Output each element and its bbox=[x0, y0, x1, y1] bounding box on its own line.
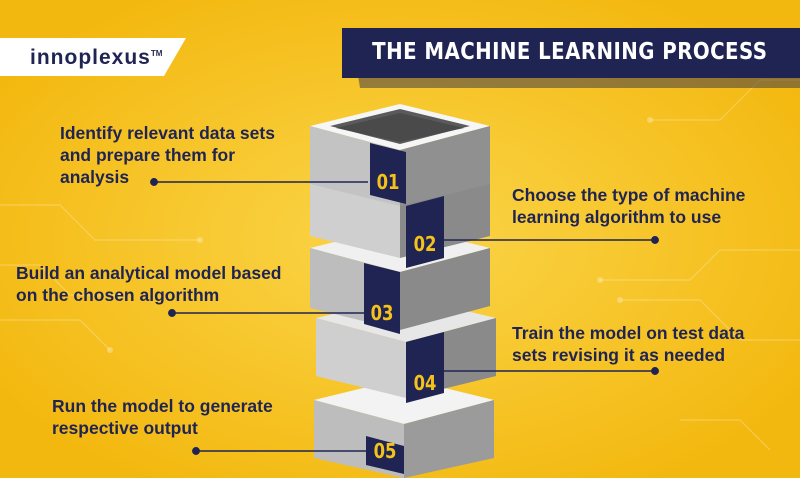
step-text-04: Train the model on test data sets revisi… bbox=[512, 323, 745, 365]
logo-tab bbox=[0, 38, 186, 76]
step-text-05: Run the model to generate respective out… bbox=[52, 396, 273, 438]
block-01 bbox=[310, 104, 490, 206]
step-number-05: 05 bbox=[373, 439, 397, 463]
step-number-01: 01 bbox=[376, 170, 400, 194]
trademark-mark: TM bbox=[150, 49, 163, 58]
step-text-01: Identify relevant data sets and prepare … bbox=[60, 123, 275, 187]
brand-wordmark: innoplexus bbox=[30, 46, 151, 69]
brand-logo: innoplexusTM bbox=[0, 28, 200, 92]
title-banner-shape bbox=[342, 28, 800, 78]
step-number-04: 04 bbox=[413, 371, 437, 395]
title-banner: THE MACHINE LEARNING PROCESS bbox=[340, 26, 800, 78]
page-title: THE MACHINE LEARNING PROCESS bbox=[372, 39, 768, 65]
circuit-decoration bbox=[0, 79, 800, 451]
callout-lines bbox=[150, 178, 659, 455]
step-number-02: 02 bbox=[413, 232, 437, 256]
brand-name: innoplexusTM bbox=[30, 46, 162, 70]
step-number-03: 03 bbox=[370, 301, 394, 325]
block-05 bbox=[314, 378, 494, 478]
step-text-03: Build an analytical model based on the c… bbox=[16, 263, 282, 305]
step-text-02: Choose the type of machine learning algo… bbox=[512, 185, 746, 227]
